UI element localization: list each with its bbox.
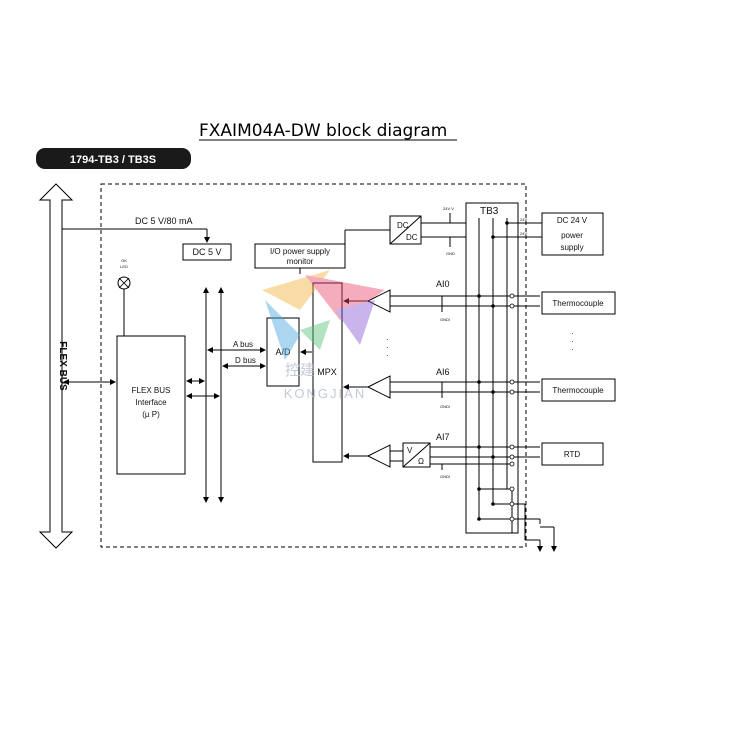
junction-dot — [491, 502, 495, 506]
dots-left-3: · — [386, 351, 389, 360]
terminal-circle — [509, 454, 515, 460]
abus-label: A bus — [233, 340, 253, 349]
label-gnd: GND — [446, 251, 455, 256]
junction-dot — [477, 294, 481, 298]
dc24v-line2: power — [561, 231, 583, 240]
junction-dot — [491, 455, 495, 459]
junction-dot — [491, 304, 495, 308]
ai7-amp-icon — [366, 444, 391, 468]
terminal-circle — [509, 293, 515, 299]
ok-led-line2: LED — [120, 264, 128, 269]
flexbus-interface-line2: Interface — [135, 398, 167, 407]
ai6-gndi: GNDI — [440, 404, 450, 409]
flexbus-interface-line3: (µ P) — [142, 410, 160, 419]
watermark-brand: KONGJIAN — [284, 386, 366, 401]
flexbus-interface-box — [116, 335, 186, 475]
tb3-box — [465, 202, 519, 534]
mpx-box — [312, 282, 343, 463]
dcdc-bottom: DC — [406, 233, 418, 242]
flex-bus-label: FLEX BUS — [57, 341, 68, 391]
junction-dot — [477, 487, 481, 491]
ai7-label: AI7 — [436, 432, 450, 442]
junction-dot — [477, 445, 481, 449]
terminal-circle — [509, 444, 515, 450]
terminal-circle — [509, 303, 515, 309]
terminal-circle — [509, 486, 515, 492]
ai0-gndi: GNDI — [440, 317, 450, 322]
flex-bus-arrow — [38, 183, 74, 549]
ad-label: A/D — [275, 347, 291, 357]
ai6-amp-icon — [366, 375, 391, 399]
dc24v-line3: supply — [560, 243, 583, 252]
rtd-label: RTD — [564, 450, 581, 459]
dc5v-box-label: DC 5 V — [192, 247, 221, 257]
terminal-circle — [509, 501, 515, 507]
thermocouple-1-label: Thermocouple — [552, 299, 604, 308]
junction-dot — [477, 517, 481, 521]
dc5v-box — [182, 243, 232, 261]
terminal-circle — [509, 389, 515, 395]
dc-supply-label: DC 5 V/80 mA — [135, 216, 193, 226]
module-boundary — [100, 183, 527, 548]
ai0-label: AI0 — [436, 279, 450, 289]
ai6-label: AI6 — [436, 367, 450, 377]
ok-led-line1: OK — [121, 258, 127, 263]
ok-led-cross — [118, 277, 130, 289]
terminal-circle — [509, 516, 515, 522]
thermocouple-2-label: Thermocouple — [552, 386, 604, 395]
vr-v: V — [407, 446, 413, 455]
ai7-gndi: GNDI — [440, 474, 450, 479]
dots-left-2: · — [386, 343, 389, 352]
terminal-circle — [509, 461, 515, 467]
flexbus-interface-line1: FLEX BUS — [132, 386, 171, 395]
ai0-amp-icon — [366, 289, 391, 313]
dcdc-diagonal — [389, 215, 422, 245]
label-n24v: 24V — [520, 231, 527, 236]
junction-dot — [505, 221, 509, 225]
junction-dot — [491, 235, 495, 239]
junction-dots — [477, 221, 509, 521]
dbus-label: D bus — [235, 356, 256, 365]
terminal-circle — [509, 379, 515, 385]
label-p24v: 24V — [520, 217, 527, 222]
watermark-logo — [262, 270, 385, 360]
ad-box — [266, 317, 300, 387]
label-24vv: 24V V — [443, 206, 454, 211]
vr-diagonal — [402, 442, 431, 468]
dots-right: · — [571, 329, 574, 338]
rtd-box — [541, 442, 604, 466]
io-monitor-line1: I/O power supply — [270, 247, 330, 256]
header-badge — [36, 148, 191, 169]
junction-dot — [491, 390, 495, 394]
dots-left: · — [386, 335, 389, 344]
thermocouple-1-box — [541, 291, 616, 315]
vr-r: Ω — [418, 457, 424, 466]
junction-dot — [477, 380, 481, 384]
dc24v-line1: DC 24 V — [557, 216, 588, 225]
dots-right-3: · — [571, 345, 574, 354]
terminal-circles — [509, 293, 515, 522]
mpx-label: MPX — [317, 367, 337, 377]
thermocouple-2-box — [541, 378, 616, 402]
header-badge-label: 1794-TB3 / TB3S — [70, 154, 156, 166]
io-monitor-line2: monitor — [287, 257, 314, 266]
diagram-title: FXAIM04A-DW block diagram — [199, 121, 447, 141]
dots-right-2: · — [571, 337, 574, 346]
tb3-label: TB3 — [480, 206, 499, 217]
watermark-chars: 控建 — [285, 361, 315, 379]
dcdc-top: DC — [397, 221, 409, 230]
dc24v-box — [541, 212, 604, 256]
